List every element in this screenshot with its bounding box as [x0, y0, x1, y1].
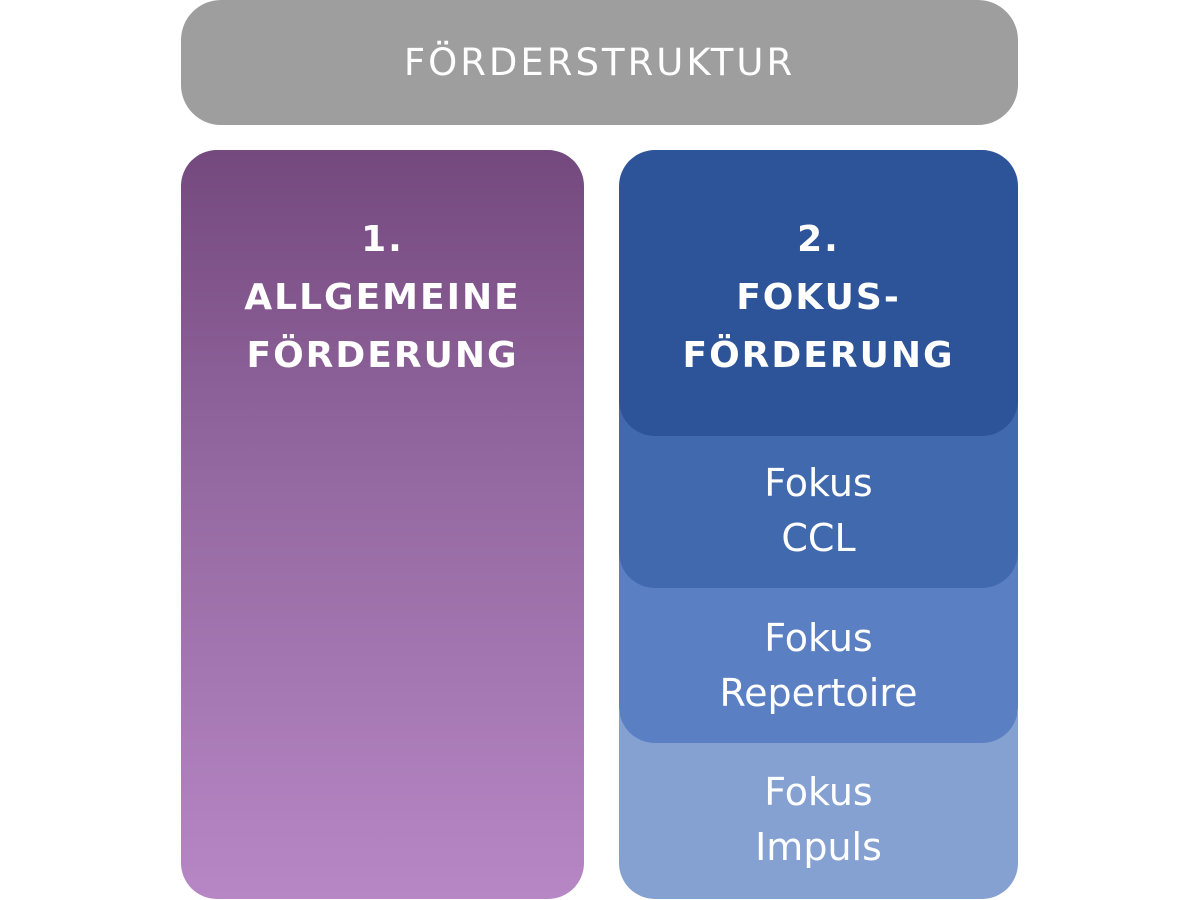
allgemeine-foerderung-heading: 1. ALLGEMEINE FÖRDERUNG — [181, 211, 584, 385]
card-title-line-2: FÖRDERUNG — [682, 335, 955, 376]
fokus-foerderung-header: 2. FOKUS- FÖRDERUNG — [619, 150, 1018, 436]
sub-item-line-2: CCL — [781, 516, 856, 560]
foerderstruktur-banner: FÖRDERSTRUKTUR — [181, 0, 1018, 125]
sub-item-line-1: Fokus — [764, 616, 873, 660]
fokus-foerderung-heading: 2. FOKUS- FÖRDERUNG — [619, 211, 1018, 385]
card-number: 2. — [797, 219, 840, 260]
card-title-line-1: ALLGEMEINE — [244, 277, 521, 318]
fokus-foerderung-stack: 2. FOKUS- FÖRDERUNG Fokus CCL Fokus Repe… — [619, 150, 1018, 899]
sub-item-line-1: Fokus — [764, 770, 873, 814]
allgemeine-foerderung-card: 1. ALLGEMEINE FÖRDERUNG — [181, 150, 584, 899]
banner-title: FÖRDERSTRUKTUR — [403, 41, 796, 84]
sub-item-line-2: Impuls — [755, 825, 882, 869]
card-title-line-2: FÖRDERUNG — [246, 335, 519, 376]
sub-item-line-2: Repertoire — [719, 671, 918, 715]
card-number: 1. — [361, 219, 404, 260]
card-title-line-1: FOKUS- — [736, 277, 901, 318]
sub-item-line-1: Fokus — [764, 461, 873, 505]
